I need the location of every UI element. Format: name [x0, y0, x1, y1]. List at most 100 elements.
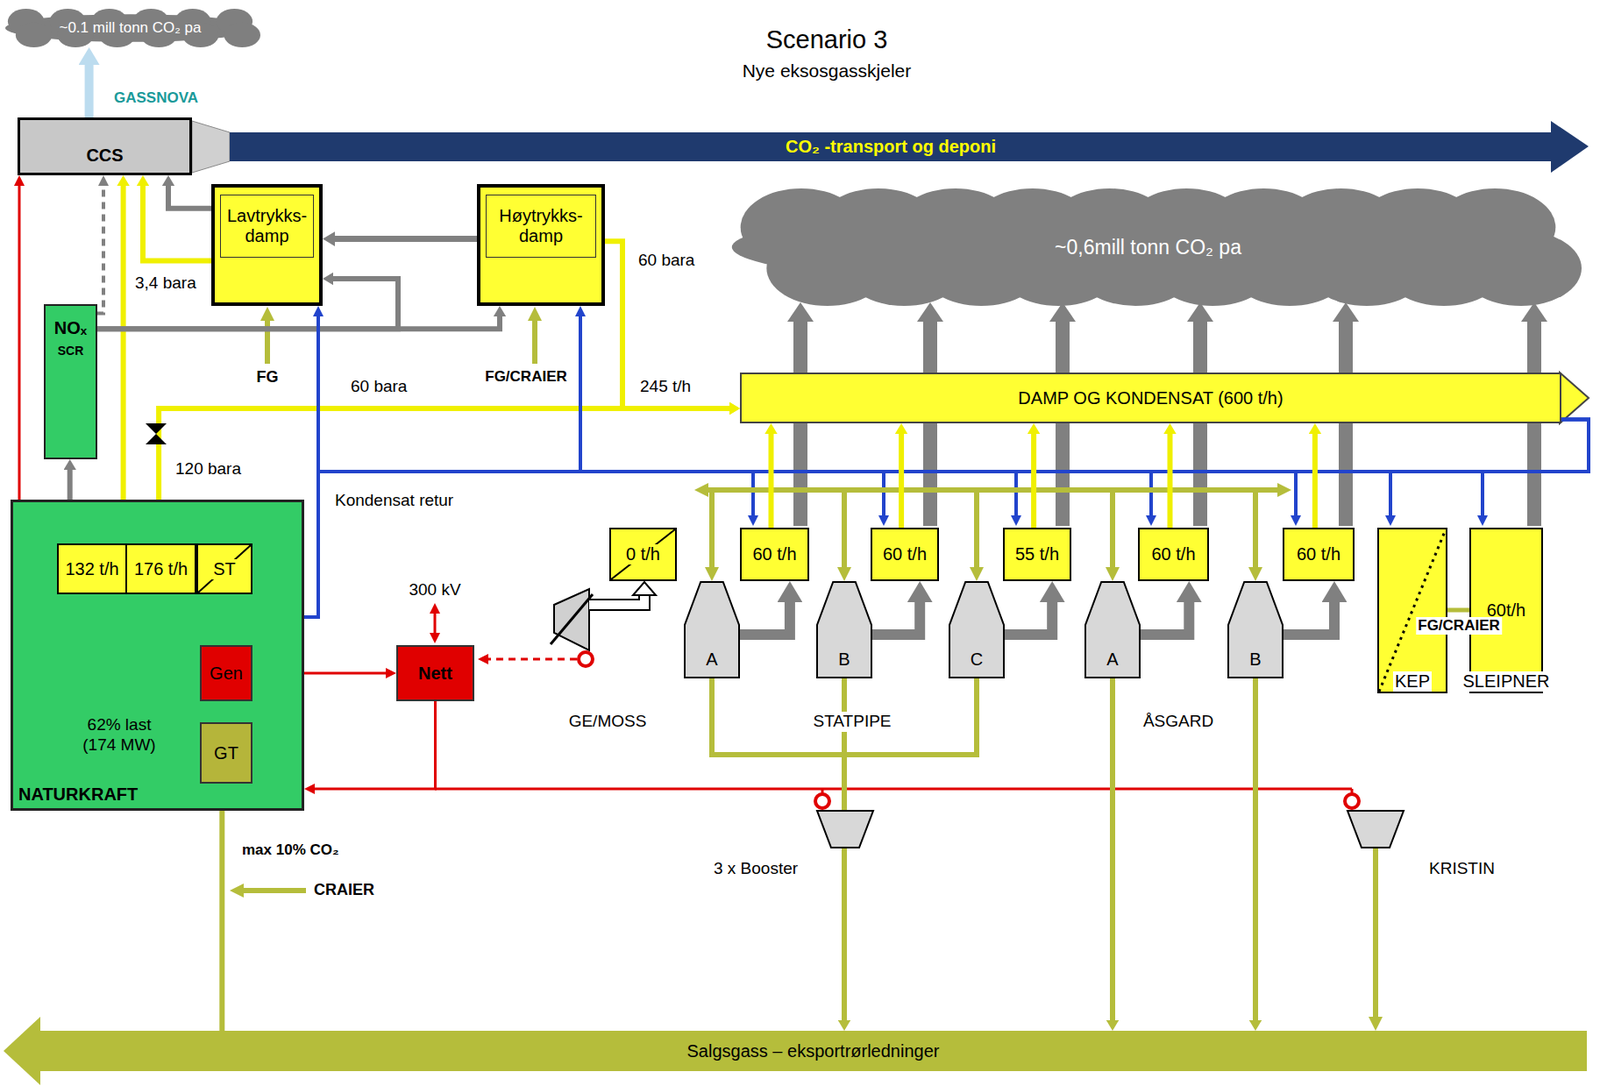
node-text: B [838, 649, 850, 670]
connector [768, 433, 775, 528]
text-label: 3 x Booster [711, 859, 800, 880]
steam-turbine: ST [196, 543, 253, 595]
node-text: NATURKRAFT [18, 784, 138, 805]
node-text: SLEIPNER [1461, 671, 1552, 692]
stack [1527, 321, 1542, 527]
connector [85, 64, 94, 118]
connector [580, 316, 1589, 472]
connector [168, 185, 212, 209]
connector [97, 316, 500, 329]
export-pipeline: Salgsgass – eksportrørledninger [39, 1031, 1587, 1072]
connector [97, 185, 104, 314]
compressor-shape [1228, 582, 1283, 678]
node-text: 55 t/h [1013, 544, 1061, 565]
hrsg-section: 176 t/h [125, 543, 197, 595]
text-label: FG/CRAIER [1415, 617, 1502, 635]
node-text: Nett [418, 663, 453, 684]
drop [1388, 471, 1393, 516]
node-text: 60 t/h [1149, 544, 1197, 565]
hrsg-section: 132 t/h [56, 543, 127, 595]
node-text: ST [211, 559, 238, 580]
strike-line [198, 545, 251, 593]
connector [604, 241, 730, 409]
text-label: 3,4 bara [133, 273, 199, 294]
header-line [708, 487, 1278, 493]
text-label: KRISTIN [1427, 859, 1497, 880]
steam-boiler: Lavtrykks-damp [211, 184, 323, 306]
compressor: A [683, 581, 740, 679]
diagram-title: Scenario 3 [764, 24, 890, 56]
band-tip [3, 1016, 41, 1086]
feed [841, 490, 847, 568]
steam-header: DAMP OG KONDENSAT (600 t/h) [739, 372, 1562, 424]
boiler-box: 55 t/h [1002, 527, 1072, 582]
ccs-unit: CCS [17, 117, 192, 176]
connector [1031, 433, 1037, 528]
text-label: CRAIER [312, 881, 377, 901]
connector [142, 185, 212, 262]
booster-symbol [1347, 810, 1404, 848]
text-label: 62% last (174 MW) [69, 715, 170, 756]
emission-cloud: ~0,6mill tonn CO₂ pa [714, 188, 1582, 306]
node-text: KEP [1393, 671, 1432, 692]
fuel-feed [532, 320, 538, 364]
node-text: Høytrykks-damp [485, 194, 597, 258]
craier-feed [243, 888, 306, 894]
booster-symbol [817, 810, 874, 848]
node-text: 176 t/h [132, 559, 190, 580]
text-label: 60 bara [636, 250, 697, 271]
stack [1055, 321, 1070, 527]
node-text: GT [213, 743, 239, 764]
transport-band: CO₂ -transport og deponi [229, 132, 1552, 162]
boiler-box: 60 t/h [1282, 527, 1355, 582]
node-text: NOₓ [54, 318, 87, 339]
stack [1338, 321, 1353, 527]
connector [739, 602, 790, 635]
text-label: ÅSGARD [1141, 711, 1216, 733]
text-label: GE/MOSS [567, 711, 649, 733]
motor-symbol [815, 794, 830, 809]
text-label: Kondensat retur [333, 490, 456, 512]
text-label: 300 kV [406, 580, 463, 601]
nox-scr-unit: NOₓSCR [43, 304, 98, 460]
valve-symbol [145, 423, 167, 445]
turbine-slash [550, 594, 593, 645]
cloud-bump [15, 22, 53, 48]
node-text: CCS [85, 145, 123, 166]
condensate-drops [753, 471, 1483, 516]
compressor-shape [1085, 582, 1140, 678]
drop [751, 471, 755, 516]
connector [334, 235, 477, 242]
exhaust-head [632, 582, 656, 596]
node-text: 0 t/h [624, 544, 662, 565]
power-plant: NATURKRAFT 132 t/h176 t/h ST GenGT [10, 499, 305, 811]
drop [1480, 471, 1485, 516]
drop [1014, 471, 1018, 516]
boiler-box: 60 t/h [1137, 527, 1209, 582]
text-label: Nye eksosgasskjeler [740, 59, 914, 82]
boiler-box: 60 t/h [870, 527, 939, 582]
motor-symbol [1344, 794, 1359, 809]
connector [314, 701, 436, 790]
boiler-box: 60 t/h [739, 527, 810, 582]
grid-link [433, 613, 437, 633]
funnel [192, 120, 230, 173]
node-text: A [1106, 649, 1118, 670]
boiler-box: 60t/hSLEIPNER [1469, 527, 1544, 694]
generator: Gen [199, 645, 253, 702]
strike-line [611, 529, 676, 580]
text-label: FG [255, 368, 281, 388]
node-shape [1379, 529, 1446, 692]
node-text: 60 t/h [750, 544, 798, 565]
drop [1149, 471, 1153, 516]
text-label: FG/CRAIER [483, 368, 569, 386]
power-supply [434, 789, 1352, 795]
band-tip [1559, 372, 1589, 424]
node-text: SCR [57, 343, 85, 358]
text-label: 245 t/h [638, 376, 693, 398]
gas-header [243, 320, 1529, 1017]
boiler-box: KEP [1377, 527, 1448, 694]
node-text: A [705, 649, 718, 670]
node-text: Lavtrykks-damp [220, 194, 314, 258]
